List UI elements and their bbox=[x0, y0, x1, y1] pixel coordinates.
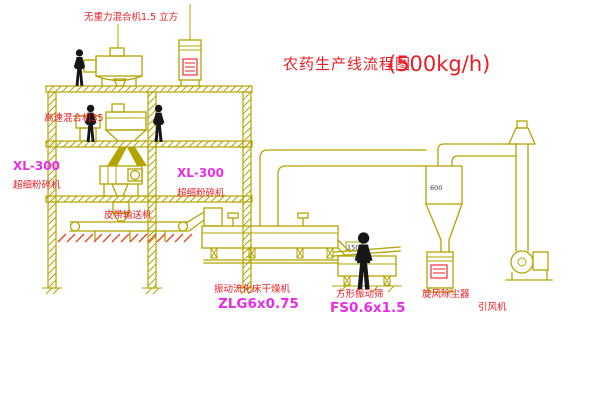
belt-discharge-chute bbox=[185, 211, 205, 232]
sieve-dimension: 1500 bbox=[347, 244, 364, 252]
label-mill-left-name: 超细粉碎机 bbox=[13, 179, 61, 191]
collector-cabinet bbox=[426, 251, 454, 289]
column-right bbox=[242, 91, 252, 289]
label-sieve-model: FS0.6x1.5 bbox=[330, 300, 405, 316]
filter-plate-text-lines bbox=[185, 62, 195, 72]
filter-legs bbox=[175, 79, 205, 87]
cyclone-bottom-pipe bbox=[440, 239, 450, 253]
label-dryer-model: ZLG6x0.75 bbox=[218, 296, 299, 312]
exhaust-duct bbox=[259, 149, 427, 227]
labels: 无重力混合机1.5 立方 农药生产线流程图 (500kg/h) 高速混合机35 … bbox=[13, 11, 507, 316]
fluid-bed-dryer bbox=[201, 207, 351, 264]
outlet-duct-bottom bbox=[451, 155, 517, 167]
collector-feet bbox=[424, 287, 456, 293]
outlet-duct bbox=[437, 143, 517, 167]
stack-rain-cap bbox=[508, 127, 536, 145]
cyclone-cone bbox=[425, 203, 463, 241]
fan-base bbox=[505, 269, 553, 281]
mill-motor-shaft bbox=[129, 169, 141, 181]
y-chute-right-leg bbox=[127, 147, 147, 166]
outlet-duct-top bbox=[437, 143, 517, 167]
filter-cabinet bbox=[178, 39, 202, 81]
mill-motor bbox=[127, 168, 143, 182]
fan-hub bbox=[517, 257, 527, 267]
belt-conveyor bbox=[57, 211, 205, 243]
cyclone-cylinder bbox=[425, 165, 463, 205]
duct-inner-line bbox=[277, 165, 427, 227]
filter-name-plate bbox=[182, 58, 198, 76]
label-sieve-name: 方形振动筛 bbox=[336, 288, 384, 300]
dryer-inlet-box bbox=[203, 207, 223, 227]
pulverizer-mill bbox=[97, 165, 145, 197]
hopper-cone bbox=[111, 212, 131, 222]
dryer-nozzle-stems bbox=[232, 217, 304, 227]
leader-lines bbox=[117, 4, 191, 48]
dryer-base-frame bbox=[203, 259, 339, 264]
mixer-legs bbox=[101, 78, 137, 87]
hs-mixer-motor bbox=[111, 103, 125, 113]
stack-cap-top bbox=[516, 120, 528, 129]
hs-mixer-cone bbox=[104, 129, 148, 142]
dust-collector-cabinet bbox=[424, 251, 456, 293]
dryer-body bbox=[201, 225, 339, 249]
hs-mixer-body bbox=[105, 111, 147, 131]
discharge-hopper bbox=[111, 201, 131, 222]
label-cyclone: 旋风除尘器 bbox=[422, 288, 470, 300]
cyclone-separator: 600 bbox=[425, 165, 463, 253]
label-mill-center-name: 超细粉碎机 bbox=[177, 187, 225, 199]
stack-pipe bbox=[515, 143, 529, 252]
fan-motor bbox=[532, 251, 549, 271]
collector-plate-text-lines bbox=[433, 268, 445, 274]
belt-lines bbox=[69, 221, 189, 232]
label-gravity-mixer: 无重力混合机1.5 立方 bbox=[84, 11, 178, 23]
belt-pulley-left bbox=[69, 221, 81, 232]
mixer-discharge bbox=[113, 78, 127, 87]
page-title-capacity: (500kg/h) bbox=[388, 52, 490, 76]
page-title: 农药生产线流程图 bbox=[283, 55, 411, 73]
label-mill-center-model: XL-300 bbox=[177, 166, 224, 180]
label-high-speed-mixer: 高速混合机35 bbox=[44, 112, 104, 124]
dryer-nozzle-cap-1 bbox=[227, 212, 239, 219]
person-ground bbox=[354, 232, 373, 290]
fan-scroll bbox=[510, 250, 534, 274]
y-chute bbox=[107, 147, 147, 166]
building-structure bbox=[42, 4, 257, 295]
mixer-trough-bottom bbox=[95, 75, 143, 82]
label-fan: 引风机 bbox=[478, 301, 507, 313]
dryer-springs bbox=[210, 247, 334, 259]
cyclone-dimension: 600 bbox=[430, 184, 442, 192]
y-chute-left-leg bbox=[107, 147, 127, 166]
mixer-trough bbox=[95, 55, 143, 77]
mill-discharge-cone bbox=[111, 183, 129, 197]
top-dust-filter bbox=[175, 39, 205, 87]
exhaust-stack bbox=[508, 120, 536, 252]
filter-top-lines bbox=[179, 45, 201, 51]
collector-name-plate bbox=[430, 264, 448, 279]
person-roof bbox=[73, 49, 86, 86]
collector-top-lines bbox=[427, 256, 453, 262]
mill-legs bbox=[97, 183, 145, 197]
label-mill-left-model: XL-300 bbox=[13, 159, 60, 173]
mill-body-lines bbox=[107, 166, 117, 184]
label-dryer-name: 振动流化床干燥机 bbox=[214, 283, 291, 295]
belt-pulley-right bbox=[177, 221, 189, 232]
high-speed-mixer bbox=[104, 103, 148, 142]
sieve-springs bbox=[343, 275, 391, 286]
roof-beam bbox=[45, 85, 253, 93]
mixer-motor bbox=[83, 59, 97, 73]
ground-hatch-red bbox=[57, 233, 193, 243]
dryer-nozzle-cap-2 bbox=[297, 212, 309, 219]
belt-legs bbox=[94, 230, 166, 242]
gravity-mixer bbox=[83, 47, 143, 87]
label-belt-conveyor: 皮带输送机 bbox=[104, 209, 152, 221]
mixer-inlet bbox=[109, 47, 125, 57]
column-base-pads bbox=[42, 287, 257, 295]
duct-outer-line bbox=[259, 149, 427, 227]
induced-draft-fan bbox=[505, 250, 553, 281]
